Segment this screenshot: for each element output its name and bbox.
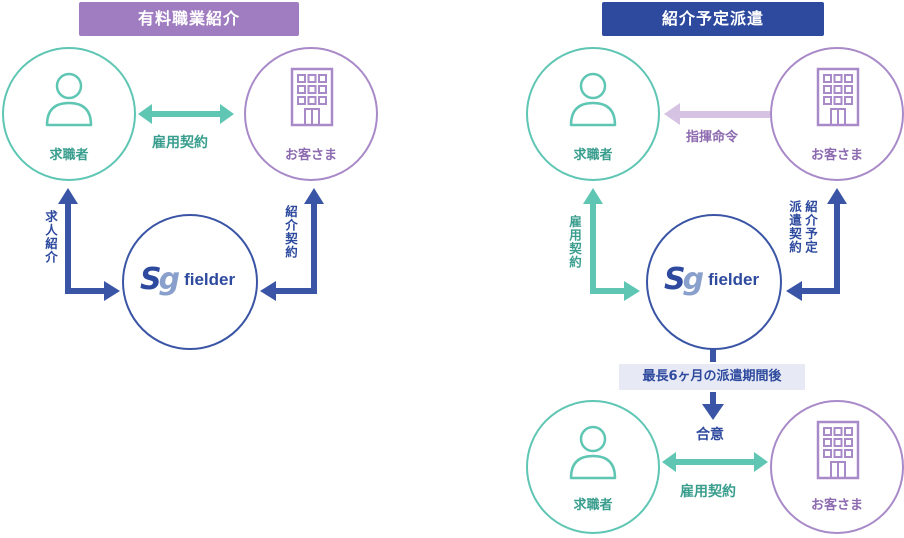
left-client-label: お客さま: [284, 148, 337, 163]
left-client-circle: お客さま: [244, 47, 378, 181]
right-job-seeker-label: 求職者: [573, 148, 613, 163]
person-icon: [569, 425, 617, 480]
right-dispatch-contract-label: 紹介予定派遣契約: [787, 200, 818, 254]
right-employment-contract-label: 雇用契約: [567, 215, 582, 269]
building-icon: [290, 67, 334, 127]
person-icon: [569, 72, 617, 127]
agreement-label: 合意: [696, 427, 724, 443]
person-icon: [45, 72, 93, 127]
right-client-label: お客さま: [810, 148, 863, 163]
right-dispatch-arrow: [786, 188, 847, 301]
right-after-employment-arrow: [662, 452, 768, 472]
after-client-label: お客さま: [810, 498, 863, 513]
after-job-seeker-circle: 求職者: [526, 400, 660, 534]
right-period-down-arrow: [702, 348, 724, 420]
right-instruction-label: 指揮命令: [686, 130, 739, 145]
left-referral-arrow: [260, 188, 324, 301]
right-client-circle: お客さま: [770, 47, 904, 181]
left-job-seeker-label: 求職者: [49, 148, 89, 163]
right-employment-arrow: [583, 188, 640, 301]
building-icon: [816, 420, 860, 480]
left-employment-contract-label: 雇用契約: [152, 135, 208, 151]
right-instruction-arrow: [664, 103, 770, 125]
right-job-seeker-circle: 求職者: [526, 47, 660, 181]
left-employment-arrow: [138, 104, 234, 124]
left-referral-contract-label: 紹介契約: [283, 205, 298, 259]
after-client-circle: お客さま: [770, 400, 904, 534]
left-job-seeker-circle: 求職者: [2, 47, 136, 181]
after-job-seeker-label: 求職者: [573, 498, 613, 513]
left-introduction-arrow: [58, 188, 120, 301]
dispatch-period-label: 最長6ヶ月の派遣期間後: [619, 364, 805, 390]
after-employment-contract-label: 雇用契約: [680, 484, 736, 500]
left-panel-title: 有料職業紹介: [79, 2, 299, 36]
building-icon: [816, 67, 860, 127]
right-panel-title: 紹介予定派遣: [602, 2, 824, 36]
left-job-introduction-label: 求人紹介: [43, 210, 58, 264]
